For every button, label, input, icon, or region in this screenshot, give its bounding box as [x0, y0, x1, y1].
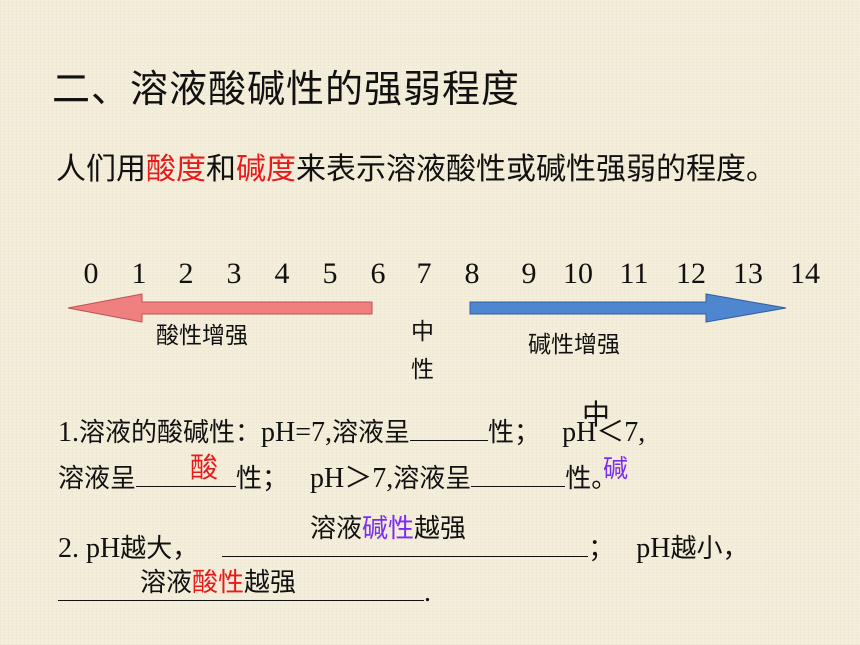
intro-after: 来表示溶液酸性或碱性强弱的程度。	[296, 152, 776, 187]
intro-before: 人们用	[56, 152, 146, 187]
ph-number: 5	[322, 257, 338, 290]
ph-number: 0	[83, 257, 99, 290]
q2-answer-2-a: 溶液	[140, 568, 193, 598]
q1-blank-2	[136, 460, 237, 487]
base-arrow	[469, 293, 787, 323]
q1-blank-3	[471, 460, 566, 487]
q2-answer-1: 溶液碱性越强	[310, 508, 466, 545]
q2-answer-2-c: 越强	[244, 568, 297, 598]
q2-blank-1	[222, 530, 589, 557]
neutral-label-bottom: 性	[411, 357, 434, 383]
q2-answer-1-b: 碱性	[362, 514, 415, 544]
question-1-line-2: 溶液呈性；pH＞7,溶液呈性。	[58, 456, 617, 496]
q1-answer-3: 碱	[603, 454, 629, 483]
ph-number: 11	[619, 257, 649, 290]
intro-mid: 和	[206, 152, 236, 187]
q1-ph-eq: pH=7,	[261, 417, 333, 448]
q1-blank-1	[410, 414, 489, 441]
ph-number: 4	[274, 257, 290, 290]
q2-text-b: 越小，	[670, 534, 749, 564]
q1-ph-lt: pH＜7,	[562, 417, 646, 448]
q1-answer-1: 中	[582, 398, 611, 431]
q2-end: .	[424, 577, 431, 608]
q1-text-g: 性。	[565, 464, 618, 494]
q1-text-e: 性；	[236, 464, 289, 494]
intro-term-alkalinity: 碱度	[236, 152, 296, 187]
ph-number: 2	[178, 257, 194, 290]
q2-answer-2: 溶液酸性越强	[140, 562, 296, 599]
intro-term-acidity: 酸度	[146, 152, 206, 187]
ph-number: 14	[790, 257, 820, 290]
ph-number: 13	[733, 257, 763, 290]
question-2-line-2: .	[58, 574, 431, 609]
base-increase-label: 碱性增强	[528, 332, 620, 358]
q1-text-c: 性；	[488, 418, 541, 448]
q2-text-a: 越大，	[120, 534, 199, 564]
ph-number: 9	[521, 257, 537, 290]
slide-title: 二、溶液酸碱性的强弱程度	[52, 67, 521, 111]
q1-text-d: 溶液呈	[58, 464, 137, 494]
ph-number: 7	[416, 257, 432, 290]
acid-arrow	[67, 293, 373, 323]
question-2-line-1: 2. pH越大， ； pH越小，	[58, 528, 749, 565]
q1-text-b: 溶液呈	[332, 418, 411, 448]
ph-number: 8	[464, 257, 480, 290]
q1-answer-2: 酸	[190, 451, 219, 484]
q2-sep: ；	[588, 534, 615, 564]
q1-prefix: 1.	[58, 417, 79, 448]
ph-number: 3	[226, 257, 242, 290]
q1-ph-gt: pH＞7,	[310, 463, 394, 494]
neutral-label-top: 中	[411, 319, 434, 345]
ph-number: 12	[676, 257, 706, 290]
ph-number: 1	[131, 257, 147, 290]
q1-text-f: 溶液呈	[393, 464, 472, 494]
q2-ph: pH	[636, 533, 671, 564]
ph-number: 6	[370, 257, 386, 290]
q1-text-a: 溶液的酸碱性：	[79, 418, 262, 448]
q2-answer-1-a: 溶液	[310, 514, 363, 544]
q2-answer-2-b: 酸性	[192, 568, 245, 598]
q2-blank-2	[58, 574, 424, 601]
intro-paragraph: 人们用酸度和碱度来表示溶液酸性或碱性强弱的程度。	[56, 146, 836, 194]
q2-answer-1-c: 越强	[414, 514, 467, 544]
acid-increase-label: 酸性增强	[156, 323, 248, 349]
question-1-line-1: 1.溶液的酸碱性：pH=7,溶液呈 性； pH＜7,	[58, 410, 645, 450]
ph-number: 10	[563, 257, 593, 290]
q2-prefix: 2. pH	[58, 533, 121, 564]
